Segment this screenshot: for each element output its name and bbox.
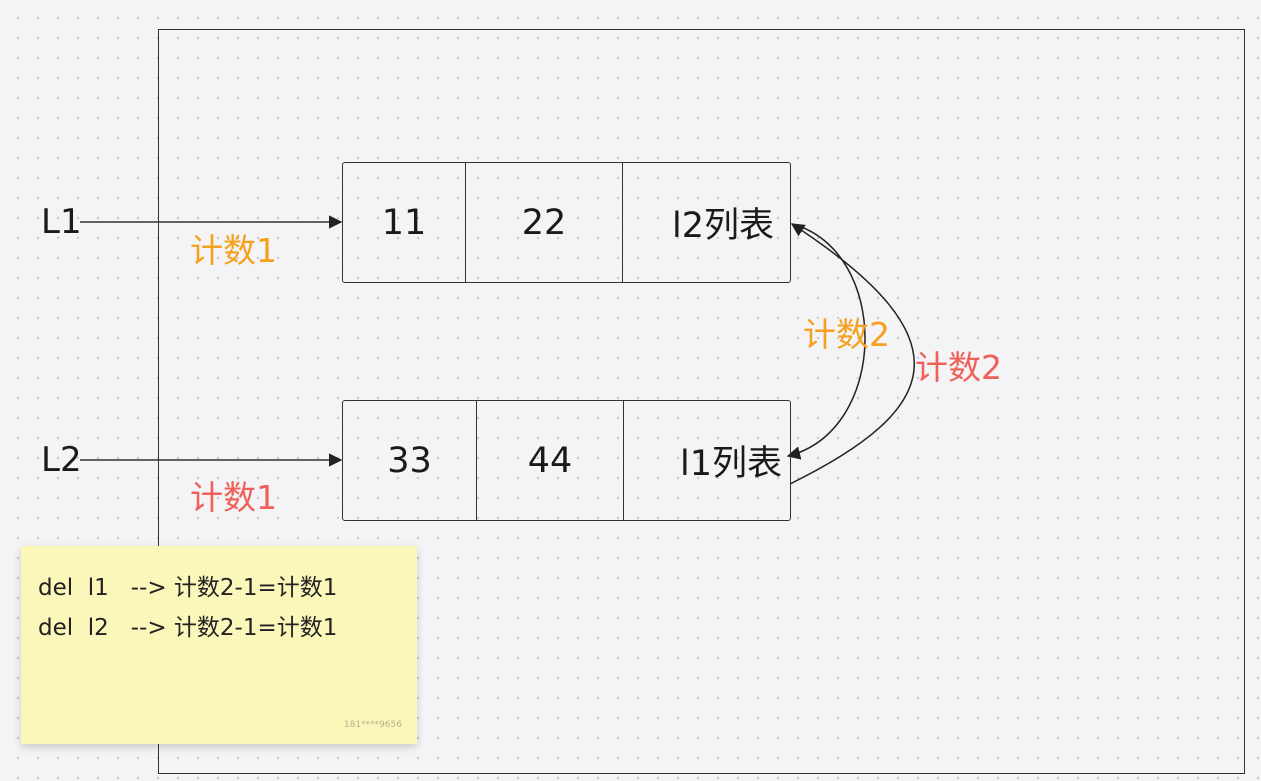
list1-cell-1[interactable]: 11 — [381, 202, 427, 243]
count-label-l2[interactable]: 计数1 — [190, 478, 277, 517]
arrow-list1-to-list2[interactable] — [786, 223, 866, 460]
note-line-1: del l1 --> 计数2-1=计数1 — [38, 575, 338, 601]
list2-cell-1[interactable]: 33 — [387, 440, 432, 481]
count-label-inner-arc[interactable]: 计数2 — [803, 315, 890, 354]
list1-cell-ref[interactable]: l2列表 — [622, 163, 790, 282]
count-label-outer-arc[interactable]: 计数2 — [915, 348, 1002, 387]
list1-row[interactable]: 11 22 l2列表 — [342, 162, 791, 283]
note-line-2: del l2 --> 计数2-1=计数1 — [38, 615, 338, 641]
list2-cell-ref[interactable]: l1列表 — [623, 401, 790, 520]
count-label-l1[interactable]: 计数1 — [190, 231, 277, 270]
sticky-note[interactable]: del l1 --> 计数2-1=计数1 del l2 --> 计数2-1=计数… — [21, 546, 417, 744]
list1-cell-2[interactable]: 22 — [465, 163, 622, 282]
note-author: 181****9656 — [343, 720, 402, 730]
frame[interactable] — [158, 29, 1245, 774]
list2-cell-2[interactable]: 44 — [476, 401, 623, 520]
variable-l2[interactable]: L2 — [41, 440, 82, 480]
list2-row[interactable]: 33 44 l1列表 — [342, 400, 791, 521]
variable-l1[interactable]: L1 — [41, 202, 82, 242]
arrow-list2-to-list1[interactable] — [789, 223, 915, 485]
